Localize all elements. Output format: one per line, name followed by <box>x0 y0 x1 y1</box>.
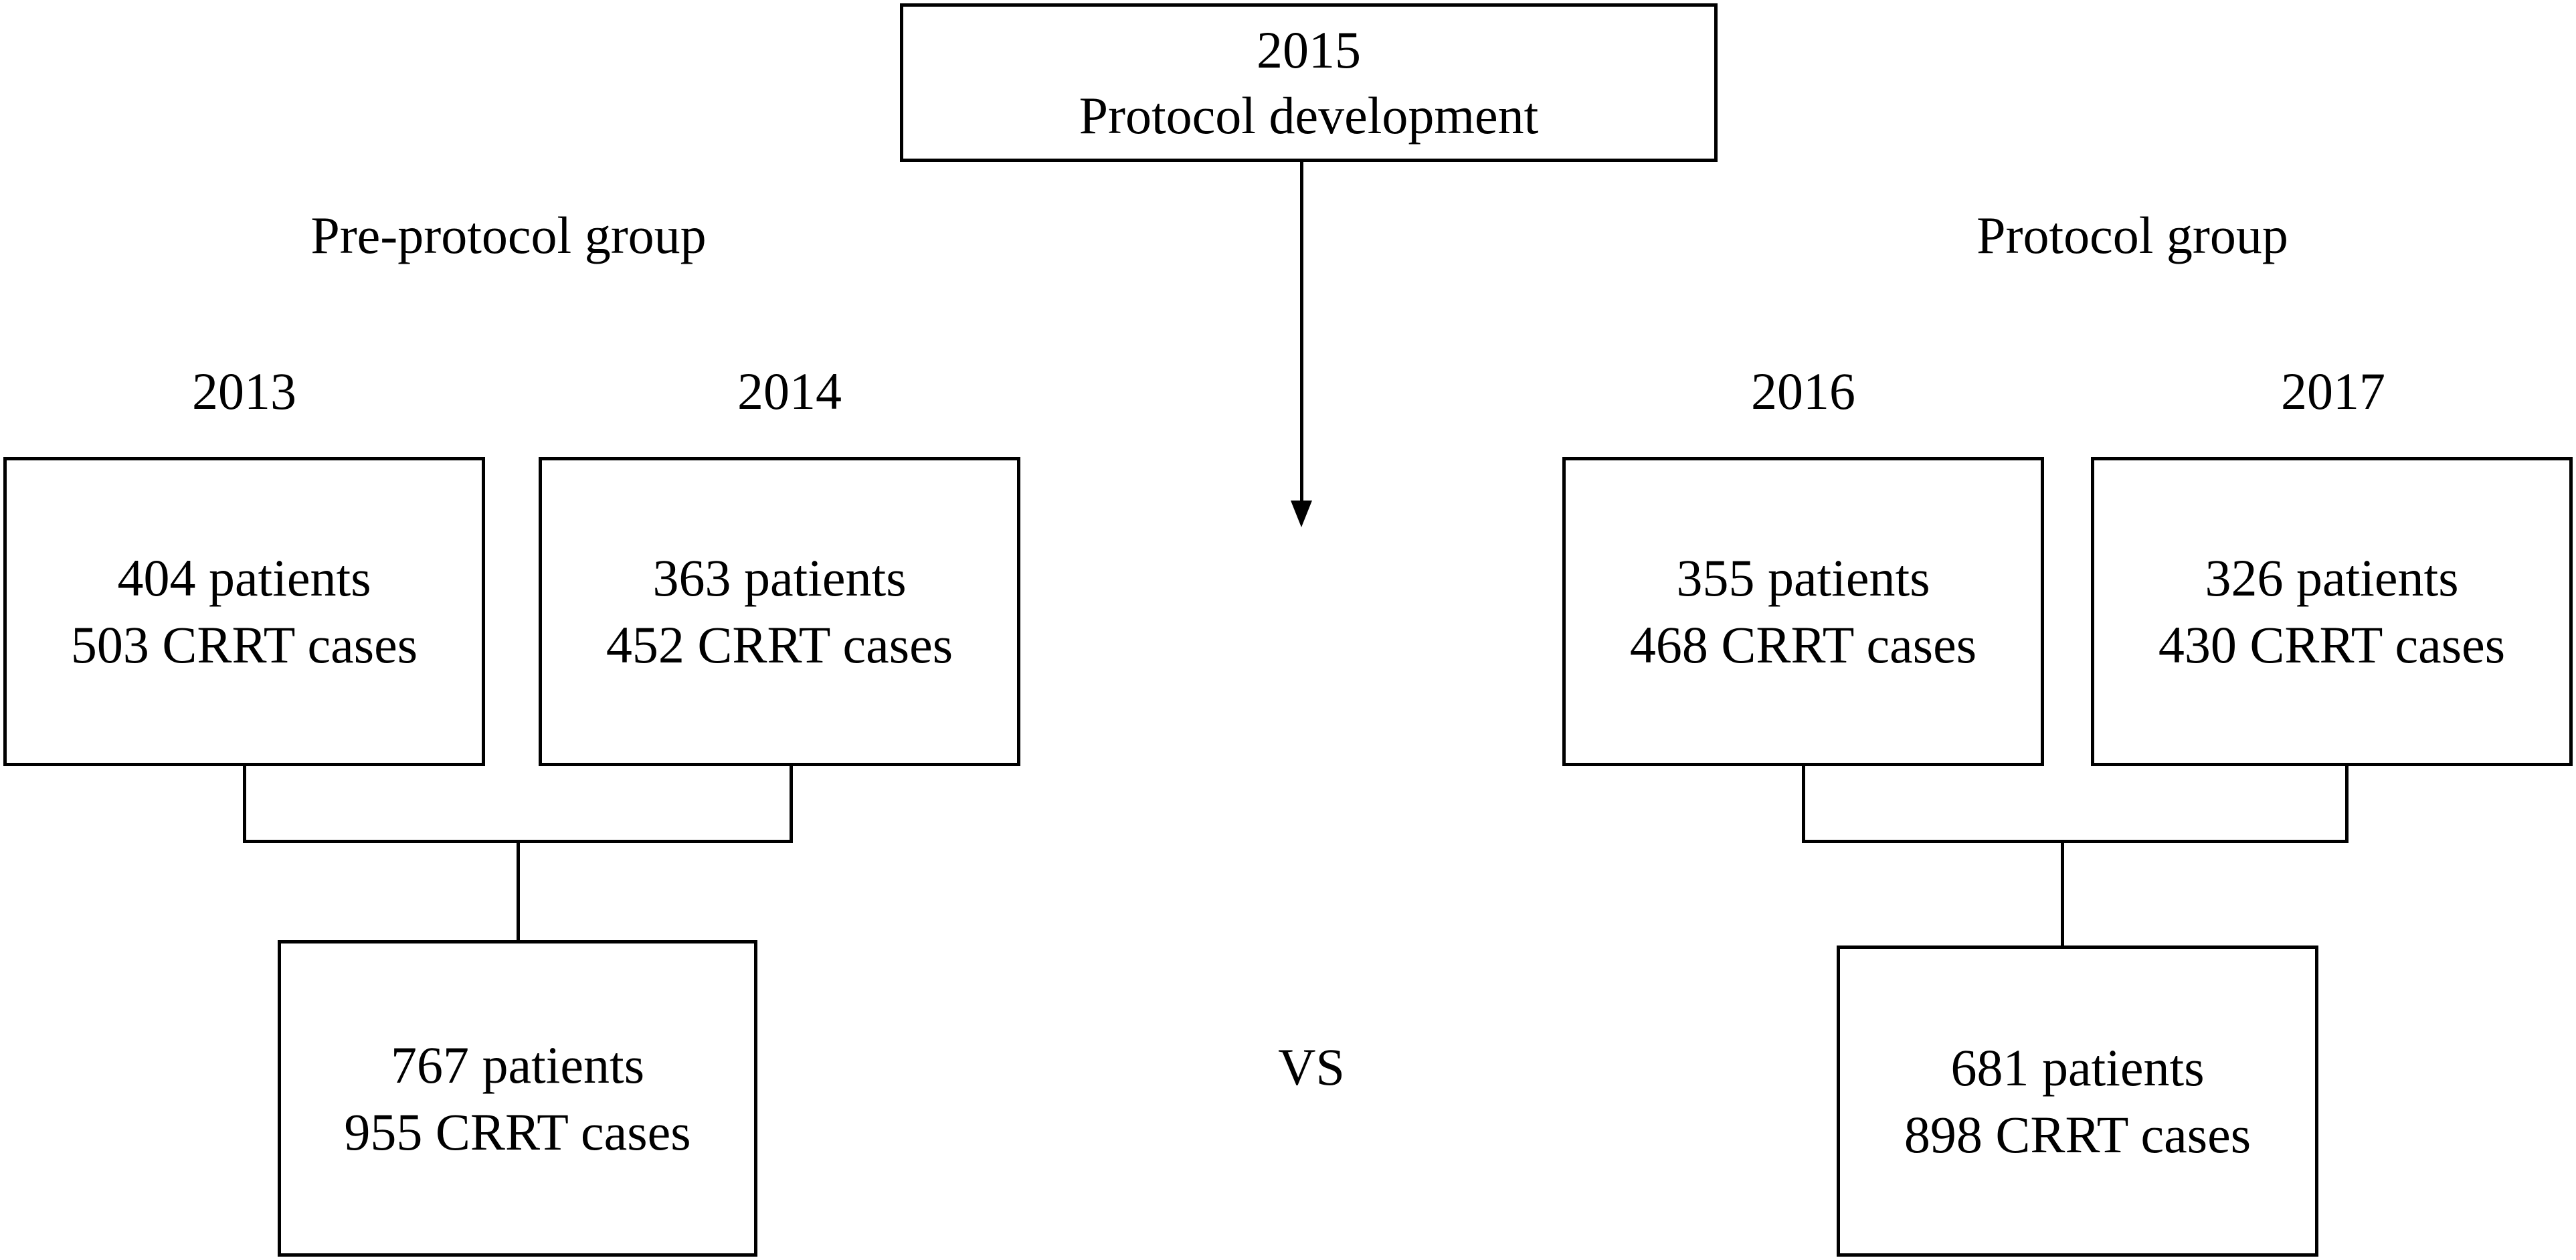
year-box-2013: 404 patients 503 CRRT cases <box>3 457 485 766</box>
patients-count: 404 patients <box>117 549 371 607</box>
patients-count: 355 patients <box>1676 549 1930 607</box>
patients-count: 363 patients <box>652 549 907 607</box>
year-box-2016: 355 patients 468 CRRT cases <box>1562 457 2044 766</box>
connector-2016-down <box>1802 765 1805 843</box>
crrt-cases-count: 898 CRRT cases <box>1904 1105 2251 1164</box>
protocol-group-total-box: 681 patients 898 CRRT cases <box>1837 946 2318 1257</box>
crrt-cases-count: 503 CRRT cases <box>70 616 418 674</box>
connector-2014-down <box>790 765 793 843</box>
year-label-2013: 2013 <box>192 362 296 420</box>
connector-post-horizontal <box>1802 840 2349 843</box>
connector-post-to-total <box>2061 840 2064 947</box>
year-box-2017: 326 patients 430 CRRT cases <box>2091 457 2573 766</box>
crrt-cases-count: 955 CRRT cases <box>344 1102 691 1161</box>
patients-count: 767 patients <box>390 1035 645 1094</box>
crrt-cases-count: 468 CRRT cases <box>1629 616 1977 674</box>
protocol-arrow-head <box>1291 501 1312 527</box>
year-label-2017: 2017 <box>2281 362 2385 420</box>
connector-2017-down <box>2345 765 2349 843</box>
crrt-cases-count: 430 CRRT cases <box>2158 616 2506 674</box>
protocol-group-label: Protocol group <box>1976 206 2288 264</box>
patients-count: 681 patients <box>1950 1038 2205 1097</box>
connector-pre-to-total <box>517 840 520 941</box>
protocol-title: Protocol development <box>1079 86 1539 145</box>
year-box-2014: 363 patients 452 CRRT cases <box>539 457 1020 766</box>
pre-protocol-total-box: 767 patients 955 CRRT cases <box>278 940 757 1257</box>
year-label-2016: 2016 <box>1751 362 1855 420</box>
protocol-year: 2015 <box>1257 20 1361 79</box>
year-label-2014: 2014 <box>737 362 842 420</box>
patients-count: 326 patients <box>2205 549 2459 607</box>
comparison-vs-label: VS <box>1278 1038 1345 1096</box>
pre-protocol-group-label: Pre-protocol group <box>310 206 707 264</box>
connector-2013-down <box>243 765 246 843</box>
protocol-arrow-shaft <box>1300 161 1303 505</box>
protocol-development-box: 2015 Protocol development <box>900 3 1718 162</box>
crrt-cases-count: 452 CRRT cases <box>606 616 953 674</box>
